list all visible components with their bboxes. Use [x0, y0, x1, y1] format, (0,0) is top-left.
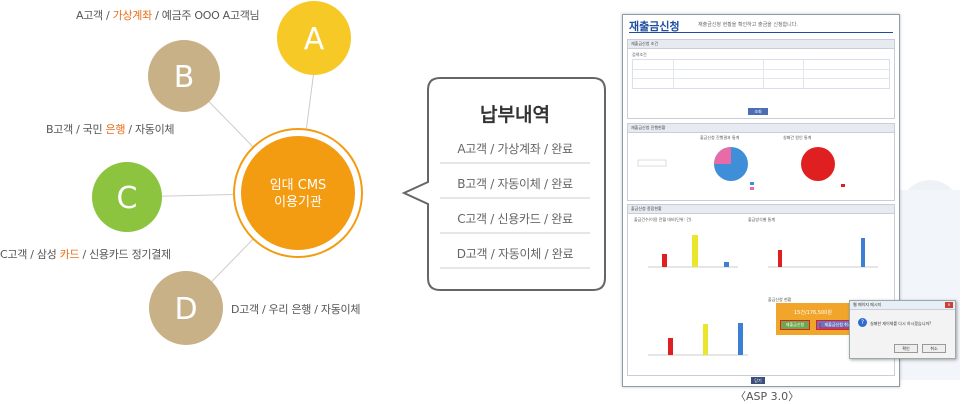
progress-chart1-title: 출금신청 진행결과 통계 — [700, 135, 740, 140]
node-d-circle — [149, 271, 223, 345]
dialog-message: 실패한 재이체를 다시 하시겠습니까? — [870, 321, 932, 326]
bubble-row-c: C고객 / 신용카드 / 완료 — [457, 212, 573, 226]
bubble-title: 납부내역 — [480, 104, 550, 126]
condition-header: 재출금신청 조건 — [628, 40, 894, 49]
summary-chart2-title: 출금방식별 통계 — [748, 217, 776, 222]
center-line2: 이용기관 — [274, 195, 322, 210]
summary-chart1-title: 출금건수/이용 전월 대비(단위: 건) — [634, 217, 692, 222]
close-button[interactable]: 닫기 — [751, 377, 765, 384]
bubble-row-a: A고객 / 가상계좌 / 완료 — [457, 142, 573, 156]
node-d-letter: D — [174, 292, 197, 327]
progress-header: 재출금신청 진행현황 — [628, 124, 894, 133]
condition-label: 검색조건 — [632, 52, 647, 57]
node-b-letter: B — [174, 60, 195, 95]
bar-charts — [648, 235, 878, 356]
condition-section: 재출금신청 조건 검색조건 조회 — [627, 39, 895, 119]
dialog-cancel-button[interactable]: 취소 — [922, 344, 946, 353]
dialog-ok-button[interactable]: 확인 — [894, 344, 918, 353]
pie-charts — [637, 147, 845, 190]
question-icon: ? — [858, 318, 867, 327]
summary-header: 출금신청 종합현황 — [628, 205, 894, 214]
pie1-slice — [714, 147, 731, 164]
screenshot-title: 재출금신청 — [629, 20, 680, 33]
node-d-label: D고객 / 우리 은행 / 자동이체 — [231, 303, 361, 316]
bubble-row-b: B고객 / 자동이체 / 완료 — [457, 177, 573, 191]
apply-amount: 15건/176,500원 — [794, 310, 832, 316]
search-button[interactable]: 조회 — [748, 108, 768, 115]
progress-chart2-title: 실패건 원인 통계 — [783, 135, 812, 140]
condition-grid — [632, 59, 890, 89]
bubble-frame — [401, 77, 606, 291]
node-c-letter: C — [117, 181, 138, 216]
reapply-button[interactable]: 재출금신청 — [780, 320, 810, 330]
node-b-circle — [148, 40, 220, 112]
progress-section: 재출금신청 진행현황 출금신청 진행결과 통계 실패건 원인 통계 — [627, 123, 895, 201]
node-c-label: C고객 / 삼성 카드 / 신용카드 정기결제 — [0, 248, 171, 261]
node-a-circle — [277, 1, 351, 75]
node-a-letter: A — [304, 22, 325, 57]
pie2 — [801, 147, 835, 181]
bubble-row-d: D고객 / 자동이체 / 완료 — [456, 247, 574, 261]
summary-chart3-title: 출금신청 현황 — [768, 297, 792, 302]
dialog-titlebar: 웹 페이지 메시지 — [850, 301, 955, 310]
dialog-close-icon[interactable]: × — [945, 302, 953, 308]
node-b-label: B고객 / 국민 은행 / 자동이체 — [46, 123, 175, 136]
center-circle — [241, 136, 355, 250]
center-line1: 임대 CMS — [270, 178, 327, 193]
screenshot-caption: 〈ASP 3.0〉 — [735, 390, 800, 403]
title-underline — [629, 32, 893, 33]
node-a-label: A고객 / 가상계좌 / 예금주 OOO A고객님 — [76, 9, 260, 22]
node-c-circle — [92, 162, 162, 232]
screenshot-subtitle: 재출금신청 현황을 확인하고 출금을 신청합니다. — [698, 22, 798, 28]
confirm-dialog: 웹 페이지 메시지 × ? 실패한 재이체를 다시 하시겠습니까? 확인 취소 — [849, 300, 956, 359]
